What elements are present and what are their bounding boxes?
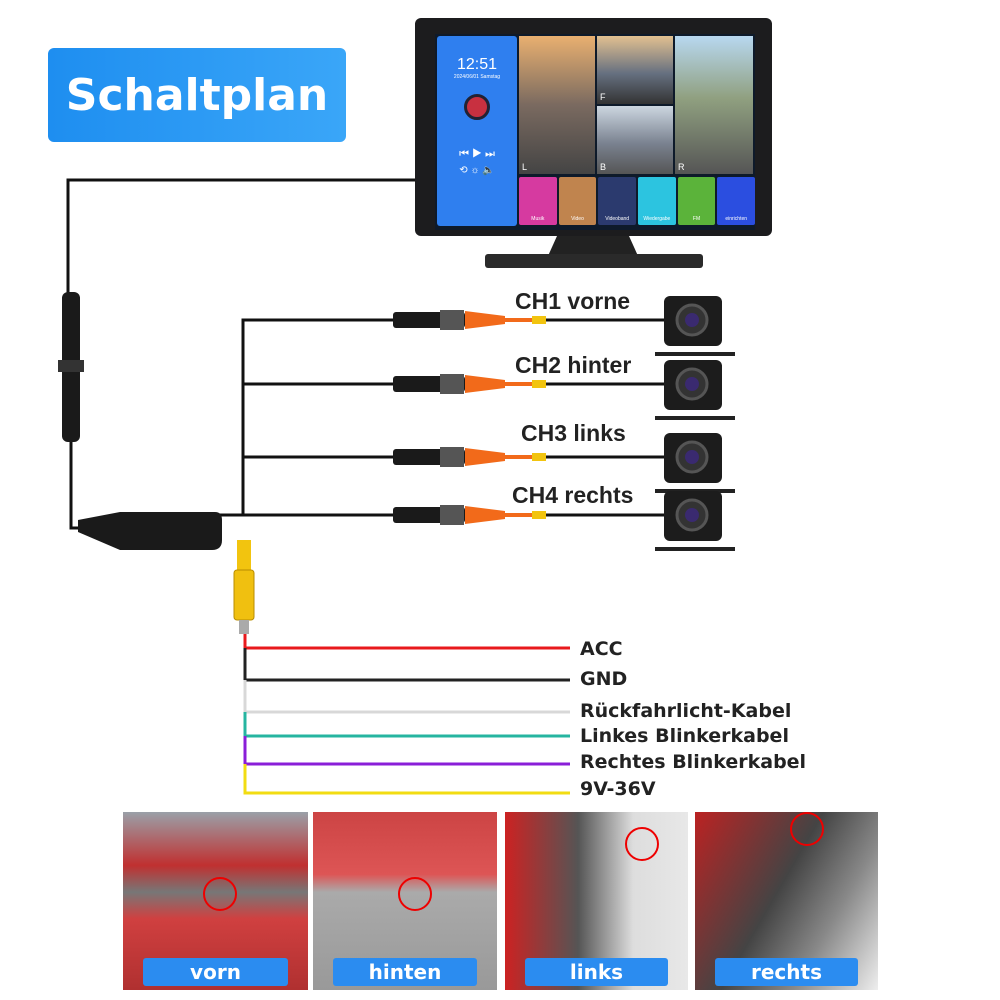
app-tile[interactable]: FM: [677, 177, 716, 225]
channel-label: CH2 hinter: [515, 352, 632, 378]
photo-label: links: [525, 958, 668, 986]
camera-2-icon: [655, 360, 735, 420]
app-tile[interactable]: Wiedergabe: [638, 177, 676, 225]
camera-highlight-circle: [625, 827, 659, 861]
wire-label: Rückfahrlicht-Kabel: [580, 700, 792, 722]
wire-2: [243, 680, 570, 714]
monitor-cable-lower: [69, 440, 90, 530]
channel-label: CH4 rechts: [512, 482, 634, 508]
photo-label: hinten: [333, 958, 477, 986]
title-badge: Schaltplan: [48, 48, 346, 142]
wire-label: GND: [580, 668, 628, 690]
camera-highlight-circle: [203, 877, 237, 911]
clock: 12:51: [456, 56, 498, 73]
date: 2024/06/01 Samstag: [453, 74, 501, 80]
wire-1: [243, 648, 570, 682]
channel-4-cable: [393, 505, 664, 525]
channel-label: CH1 vorne: [515, 288, 631, 314]
app-tile[interactable]: Musik: [519, 177, 557, 225]
monitor-stand: [548, 236, 638, 256]
wire-0: [243, 634, 570, 650]
channel-3-cable: [393, 447, 664, 467]
wire-5: [243, 764, 570, 795]
mounting-photo-links: links: [505, 812, 688, 990]
monitor: 12:51 2024/06/01 Samstag ⏮ ▶ ⏭ ⟲ ☼ 🔈 L F…: [415, 18, 772, 236]
app-tile[interactable]: einrichten: [717, 177, 756, 225]
media-panel: 12:51 2024/06/01 Samstag ⏮ ▶ ⏭ ⟲ ☼ 🔈: [437, 36, 517, 226]
monitor-base: [485, 254, 703, 268]
camera-4-icon: [655, 491, 735, 551]
wire-3: [243, 712, 570, 738]
power-connector: [237, 540, 251, 570]
camera-view-left[interactable]: L: [519, 36, 595, 174]
app-tile[interactable]: Videoband: [598, 177, 637, 225]
mounting-photo-vorn: vorn: [123, 812, 308, 990]
wire-label: Linkes Blinkerkabel: [580, 725, 789, 747]
camera-view-back[interactable]: B: [597, 106, 673, 174]
music-disc-icon: [464, 94, 490, 120]
channel-1-cable: [393, 310, 664, 330]
channel-2-cable: [393, 374, 664, 394]
photo-label: vorn: [143, 958, 288, 986]
camera-view-right[interactable]: R: [675, 36, 753, 174]
photo-label: rechts: [715, 958, 858, 986]
app-label: Musik: [531, 216, 545, 222]
app-tile[interactable]: Video: [558, 177, 597, 225]
wire-label: Rechtes Blinkerkabel: [580, 751, 807, 773]
wire-label: 9V-36V: [580, 778, 656, 800]
app-label: FM: [692, 216, 701, 222]
camera-1-icon: [655, 296, 735, 356]
mounting-photo-rechts: rechts: [695, 812, 878, 990]
camera-highlight-circle: [398, 877, 432, 911]
camera-highlight-circle: [790, 812, 824, 846]
mounting-photo-hinten: hinten: [313, 812, 497, 990]
repeat-brightness-volume-icons[interactable]: ⟲ ☼ 🔈: [459, 165, 495, 176]
camera-view-front[interactable]: F: [597, 36, 673, 104]
wire-4: [243, 736, 570, 766]
app-label: Wiedergabe: [643, 216, 671, 222]
channel-label: CH3 links: [521, 420, 626, 446]
wire-label: ACC: [580, 638, 623, 660]
monitor-cable: [66, 178, 418, 295]
app-label: einrichten: [725, 216, 748, 222]
app-label: Videoband: [605, 216, 630, 222]
junction-box: [78, 512, 222, 550]
playback-controls[interactable]: ⏮ ▶ ⏭: [459, 148, 495, 160]
channel-cables: [220, 318, 395, 517]
app-label: Video: [571, 216, 584, 222]
camera-3-icon: [655, 433, 735, 493]
